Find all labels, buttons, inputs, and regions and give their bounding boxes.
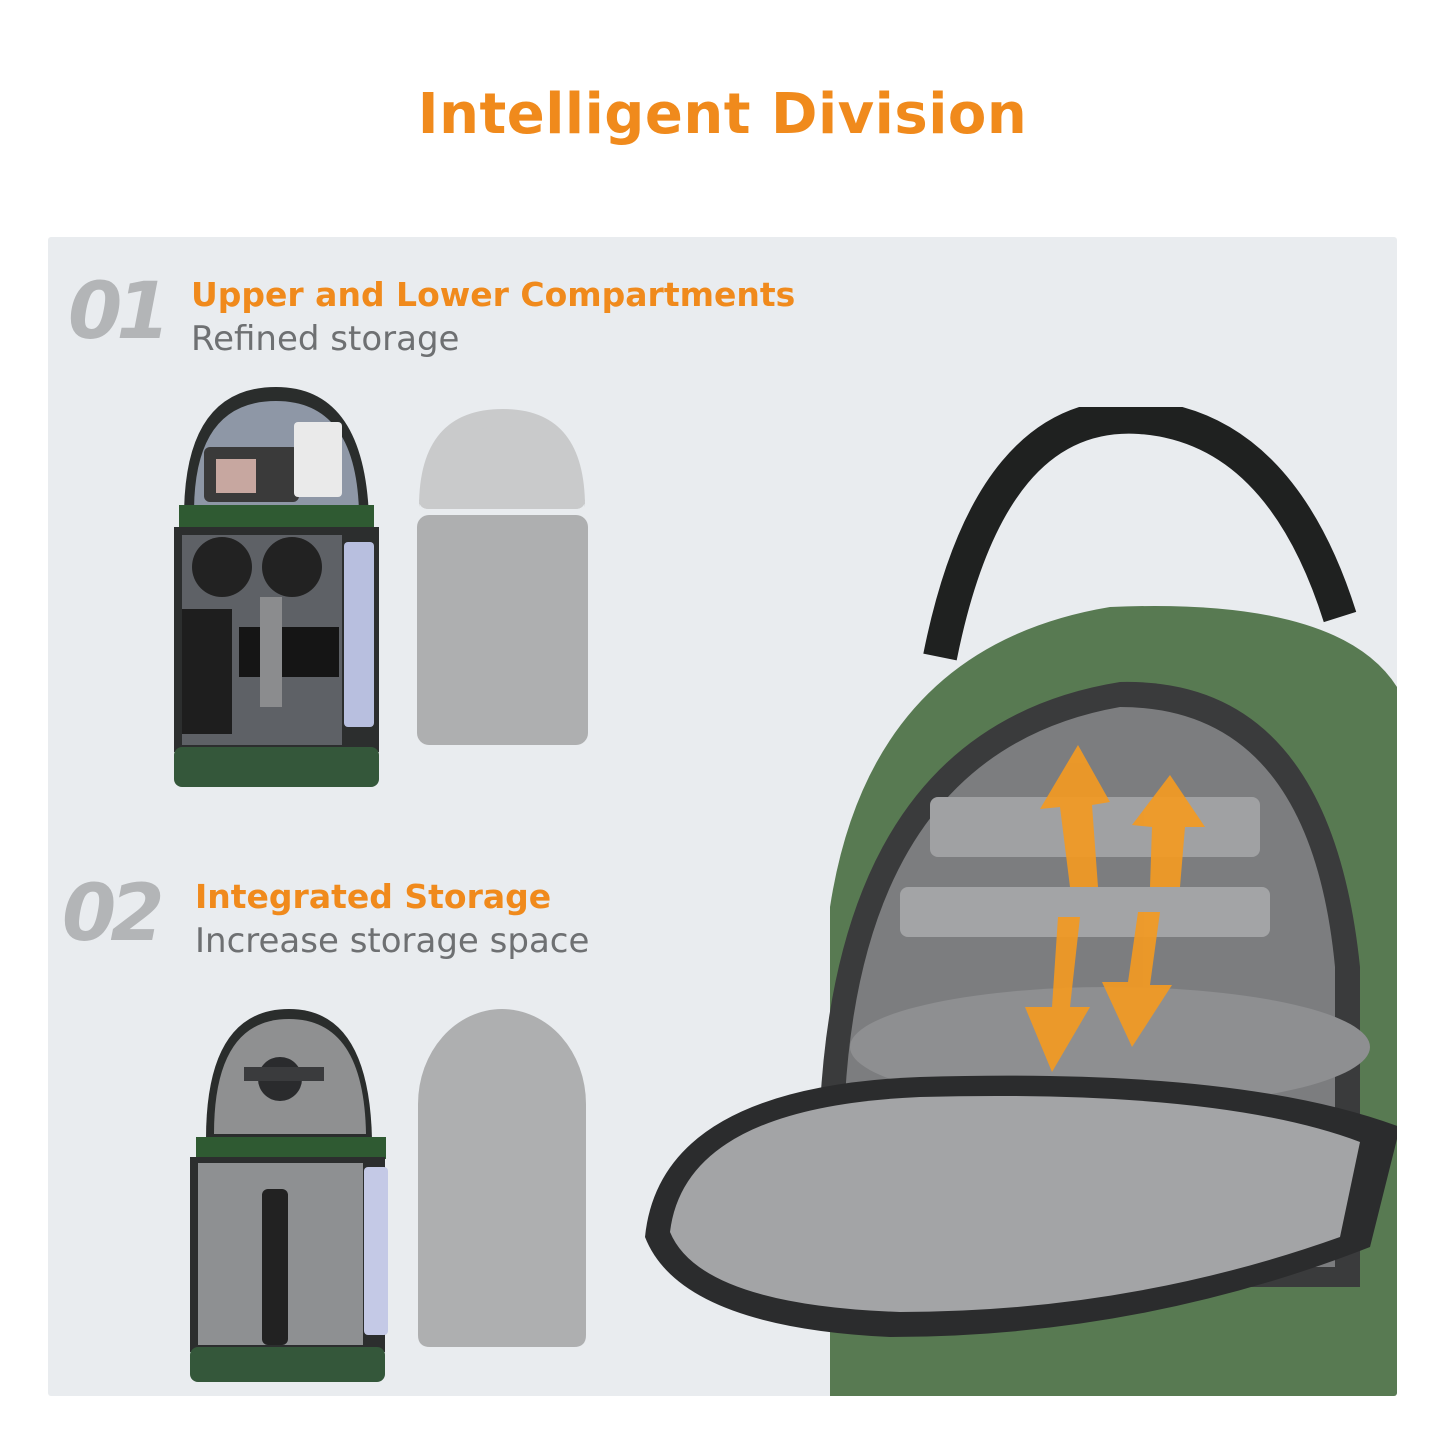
feature-number-02: 02 — [62, 869, 165, 959]
feature-title-01: Upper and Lower Compartments — [191, 275, 796, 314]
bag-integrated-storage-image — [190, 1009, 388, 1382]
two-compartment-diagram-icon — [417, 409, 588, 745]
feature-panel: 01 Upper and Lower Compartments Refined … — [48, 237, 1397, 1396]
feature-number-01: 01 — [68, 267, 171, 357]
feature-subtitle-02: Increase storage space — [195, 921, 590, 961]
single-compartment-diagram-icon — [418, 1009, 586, 1347]
movable-divider-arrows-icon — [1025, 745, 1205, 1072]
page-title: Intelligent Division — [417, 82, 1028, 147]
feature-subtitle-01: Refined storage — [191, 319, 460, 359]
feature-title-02: Integrated Storage — [195, 877, 552, 916]
open-bag-divider-image — [645, 407, 1397, 1396]
bag-open-compartments-image — [174, 387, 379, 787]
